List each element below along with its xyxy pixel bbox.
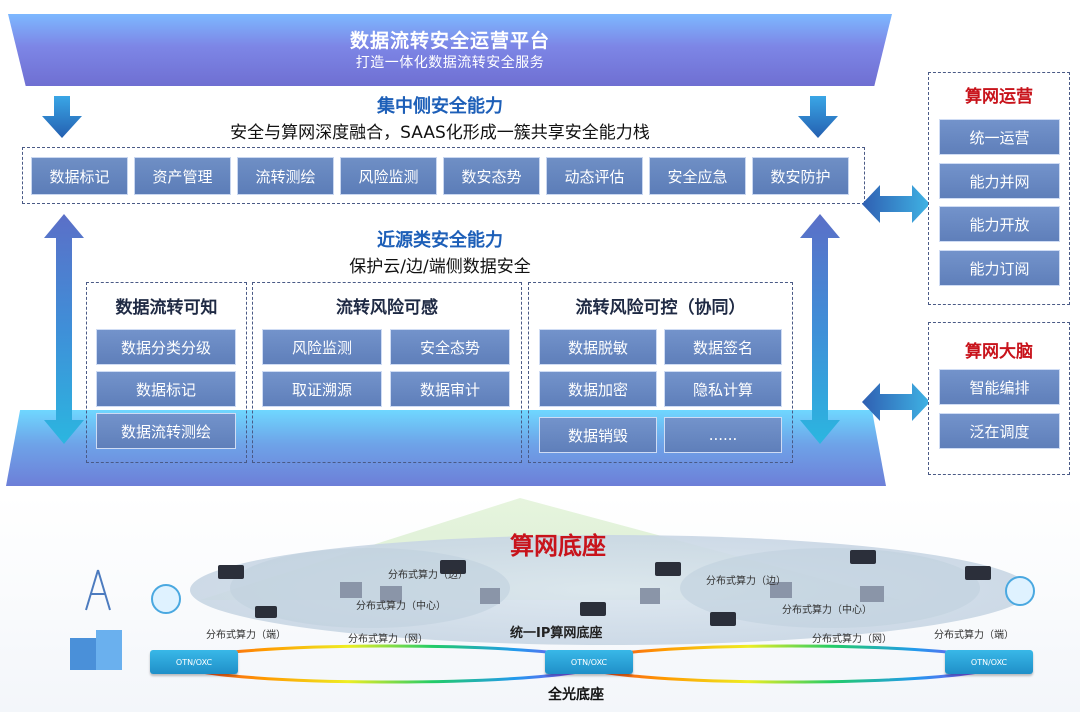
proximal-group-perceivable: 流转风险可感 风险监测 安全态势 取证溯源 数据审计	[252, 282, 522, 463]
group-title: 数据流转可知	[115, 298, 218, 318]
platform-subtitle: 打造一体化数据流转安全服务	[355, 55, 545, 71]
group-title: 流转风险可控（协同）	[575, 298, 746, 318]
group-item: 数据签名	[664, 329, 782, 365]
brain-title: 算网大脑	[965, 342, 1033, 362]
compute-label: 分布式算力（网）	[348, 634, 428, 645]
group-item: 数据标记	[96, 371, 236, 407]
proximal-group-visible: 数据流转可知 数据分类分级 数据标记 数据流转测绘	[86, 282, 247, 463]
proximal-title: 近源类安全能力	[377, 230, 503, 251]
group-item: 风险监测	[262, 329, 382, 365]
otn-node: OTN/OXC	[150, 650, 238, 674]
optical-base-label: 全光底座	[548, 687, 604, 703]
down-arrow-icon-right	[798, 96, 838, 138]
brain-item: 泛在调度	[939, 413, 1060, 449]
network-illustration	[70, 498, 1035, 684]
network-base-title: 算网底座	[510, 532, 606, 560]
group-item: 数据审计	[390, 371, 510, 407]
group-item: ......	[664, 417, 782, 453]
horizontal-double-arrow-icon-top	[862, 185, 930, 223]
group-item: 数据流转测绘	[96, 413, 236, 449]
horizontal-double-arrow-icon-bottom	[862, 383, 930, 421]
network-brain-panel: 算网大脑 智能编排 泛在调度	[928, 322, 1070, 475]
cap-item: 数安态势	[443, 157, 540, 195]
ip-base-label: 统一IP算网底座	[510, 626, 603, 641]
compute-label: 分布式算力（边）	[706, 576, 786, 587]
proximal-subtitle: 保护云/边/端侧数据安全	[349, 257, 531, 277]
ops-item: 能力并网	[939, 163, 1060, 199]
ops-title: 算网运营	[965, 87, 1033, 107]
cap-item: 资产管理	[134, 157, 231, 195]
ops-item: 统一运营	[939, 119, 1060, 155]
network-ops-panel: 算网运营 统一运营 能力并网 能力开放 能力订阅	[928, 72, 1070, 305]
group-item: 隐私计算	[664, 371, 782, 407]
group-item: 数据销毁	[539, 417, 657, 453]
platform-banner	[8, 14, 892, 86]
ops-item: 能力订阅	[939, 250, 1060, 286]
centralized-capability-row: 数据标记 资产管理 流转测绘 风险监测 数安态势 动态评估 安全应急 数安防护	[22, 147, 865, 204]
compute-label: 分布式算力（边）	[388, 570, 468, 581]
vertical-double-arrow-icon-right	[800, 214, 840, 444]
brain-item: 智能编排	[939, 369, 1060, 405]
cap-item: 安全应急	[649, 157, 746, 195]
centralized-subtitle: 安全与算网深度融合，SAAS化形成一簇共享安全能力栈	[230, 123, 650, 143]
group-item: 数据加密	[539, 371, 657, 407]
group-item: 取证溯源	[262, 371, 382, 407]
compute-label: 分布式算力（端）	[206, 630, 286, 641]
platform-title: 数据流转安全运营平台	[349, 30, 550, 52]
cap-item: 数据标记	[31, 157, 128, 195]
compute-label: 分布式算力（网）	[812, 634, 892, 645]
group-item: 安全态势	[390, 329, 510, 365]
compute-label: 分布式算力（中心）	[356, 601, 446, 612]
ops-item: 能力开放	[939, 206, 1060, 242]
cap-item: 动态评估	[546, 157, 643, 195]
down-arrow-icon-left	[42, 96, 82, 138]
proximal-group-controllable: 流转风险可控（协同） 数据脱敏 数据签名 数据加密 隐私计算 数据销毁 ....…	[528, 282, 793, 463]
otn-node: OTN/OXC	[945, 650, 1033, 674]
cap-item: 风险监测	[340, 157, 437, 195]
group-title: 流转风险可感	[336, 298, 438, 318]
cap-item: 数安防护	[752, 157, 849, 195]
compute-label: 分布式算力（中心）	[782, 605, 872, 616]
vertical-double-arrow-icon-left	[44, 214, 84, 444]
centralized-title: 集中侧安全能力	[377, 96, 503, 117]
group-item: 数据分类分级	[96, 329, 236, 365]
group-item: 数据脱敏	[539, 329, 657, 365]
compute-label: 分布式算力（端）	[934, 630, 1014, 641]
otn-node: OTN/OXC	[545, 650, 633, 674]
cap-item: 流转测绘	[237, 157, 334, 195]
